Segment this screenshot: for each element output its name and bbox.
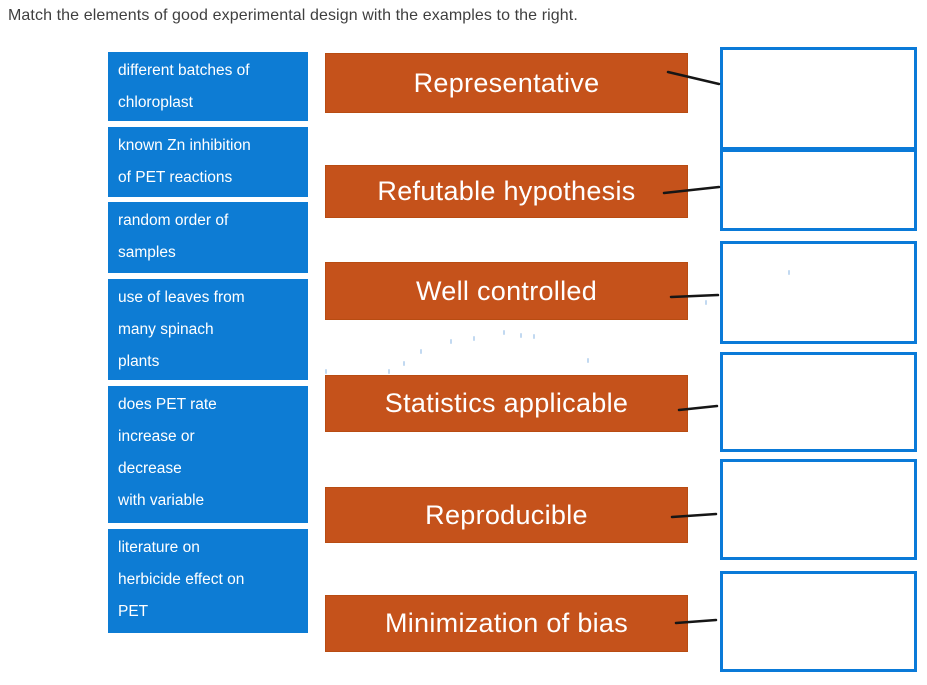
stray-mark [788,270,790,275]
stray-mark [388,369,390,374]
answer-slot-statistics-applicable[interactable] [720,352,917,452]
example-card-pet-rate[interactable]: does PET rate increase or decrease with … [108,386,308,523]
element-card-reproducible: Reproducible [325,487,688,543]
example-card-random-order[interactable]: random order of samples [108,202,308,273]
stray-mark [403,361,405,366]
stray-mark [520,333,522,338]
example-card-different-batches[interactable]: different batches of chloroplast [108,52,308,121]
element-card-refutable-hypothesis: Refutable hypothesis [325,165,688,218]
stray-mark [325,369,327,374]
element-card-representative: Representative [325,53,688,113]
stray-mark [533,334,535,339]
example-card-zn-inhibition[interactable]: known Zn inhibition of PET reactions [108,127,308,197]
answer-slot-minimization-of-bias[interactable] [720,571,917,672]
element-card-statistics-applicable: Statistics applicable [325,375,688,432]
stray-mark [587,358,589,363]
stray-mark [420,349,422,354]
stray-mark [450,339,452,344]
answer-slot-representative[interactable] [720,47,917,150]
answer-slot-refutable-hypothesis[interactable] [720,149,917,231]
example-card-spinach-leaves[interactable]: use of leaves from many spinach plants [108,279,308,380]
answer-slot-reproducible[interactable] [720,459,917,560]
element-card-well-controlled: Well controlled [325,262,688,320]
example-card-literature[interactable]: literature on herbicide effect on PET [108,529,308,633]
element-card-minimization-of-bias: Minimization of bias [325,595,688,652]
stray-mark [705,300,707,305]
stray-mark [503,330,505,335]
stray-mark [473,336,475,341]
instructions-text: Match the elements of good experimental … [8,7,578,24]
answer-slot-well-controlled[interactable] [720,241,917,344]
